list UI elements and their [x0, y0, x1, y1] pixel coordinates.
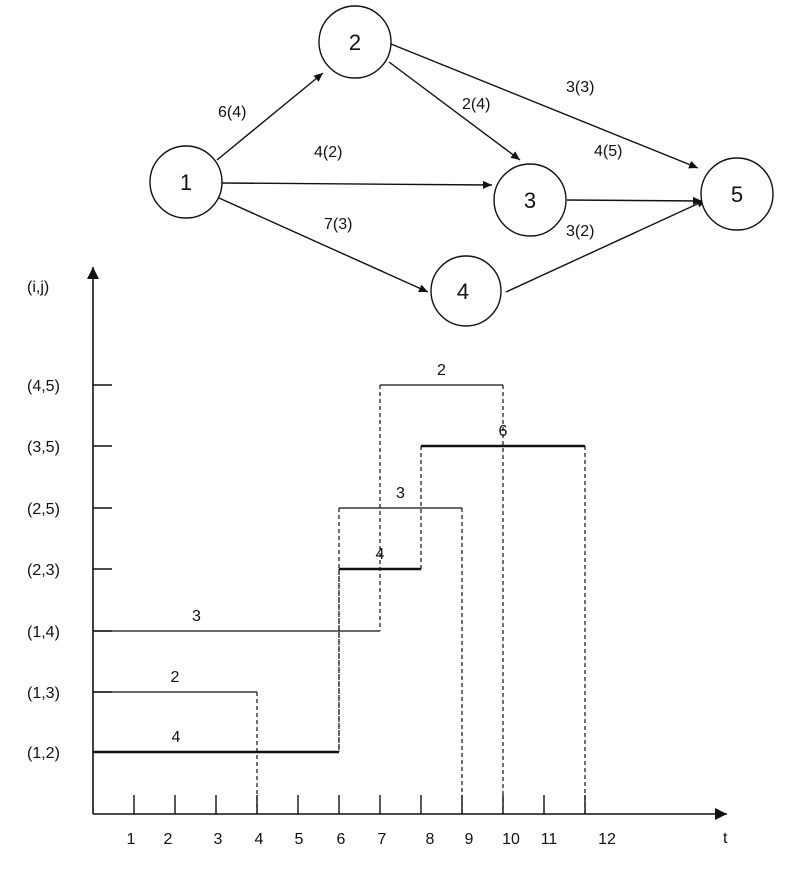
x-tick-label: 1 — [127, 831, 136, 848]
y-axis-label: (i,j) — [27, 279, 49, 296]
gantt-chart: (i,j) t (1,2) (1,3) (1,4) (2,3) (2,5) (3,5) (4… — [27, 267, 728, 848]
activity-bar-label: 6 — [499, 423, 508, 440]
node-3: 3 — [493, 163, 567, 237]
edge-label-2-5: 3(3) — [566, 79, 594, 96]
node-1: 1 — [149, 145, 223, 219]
node-label-5: 5 — [731, 182, 743, 207]
activity-bar-label: 3 — [192, 608, 201, 625]
node-2: 2 — [318, 5, 392, 79]
activity-bar-label: 2 — [171, 669, 180, 686]
node-label-1: 1 — [180, 170, 192, 195]
x-tick-label: 9 — [465, 831, 474, 848]
row-label: (1,4) — [27, 624, 60, 641]
activity-bar-label: 2 — [437, 362, 446, 379]
x-tick-label: 2 — [164, 831, 173, 848]
x-tick-label: 5 — [295, 831, 304, 848]
x-tick-label: 11 — [541, 831, 558, 848]
network-diagram: 6(4) 4(2) 7(3) 2(4) 3(3) 4(5) 3(2) 1 2 3… — [149, 5, 774, 327]
x-axis-label: t — [723, 830, 728, 847]
edge-label-2-3: 2(4) — [462, 96, 490, 113]
edge-label-3-5: 4(5) — [594, 143, 622, 160]
edge-label-4-5: 3(2) — [566, 223, 594, 240]
edge-1-4 — [218, 197, 429, 293]
edge-label-1-4: 7(3) — [324, 216, 352, 233]
edge-2-5 — [390, 43, 699, 169]
activity-bars — [93, 384, 585, 754]
edge-1-2 — [216, 72, 324, 161]
node-label-2: 2 — [349, 30, 361, 55]
row-label: (2,3) — [27, 562, 60, 579]
node-label-3: 3 — [524, 188, 536, 213]
x-ticks — [133, 795, 586, 814]
row-label: (1,2) — [27, 745, 60, 762]
activity-bar-label: 3 — [396, 485, 405, 502]
x-tick-label: 10 — [502, 831, 520, 848]
activity-bar-label: 4 — [376, 546, 385, 563]
dependency-connectors — [256, 385, 586, 814]
node-5: 5 — [700, 157, 774, 231]
edge-label-1-2: 6(4) — [218, 104, 246, 121]
activity-bar-labels: 4 2 3 4 3 6 2 — [171, 362, 508, 746]
node-4: 4 — [430, 255, 502, 327]
edge-label-1-3: 4(2) — [314, 144, 342, 161]
row-label: (2,5) — [27, 501, 60, 518]
x-tick-label: 3 — [214, 831, 223, 848]
x-tick-label: 12 — [598, 831, 616, 848]
row-label: (3,5) — [27, 439, 60, 456]
edge-1-3 — [221, 180, 493, 189]
x-tick-label: 8 — [426, 831, 435, 848]
edge-2-3 — [388, 61, 521, 161]
edge-4-5 — [505, 199, 707, 293]
x-tick-label: 7 — [378, 831, 387, 848]
row-label: (1,3) — [27, 685, 60, 702]
edge-3-5 — [566, 196, 703, 205]
row-label: (4,5) — [27, 378, 60, 395]
x-tick-label: 4 — [255, 831, 264, 848]
activity-bar-label: 4 — [172, 729, 181, 746]
row-ticks — [93, 384, 112, 753]
row-labels: (1,2) (1,3) (1,4) (2,3) (2,5) (3,5) (4,5) — [27, 378, 60, 762]
x-tick-label: 6 — [337, 831, 346, 848]
node-label-4: 4 — [457, 279, 469, 304]
